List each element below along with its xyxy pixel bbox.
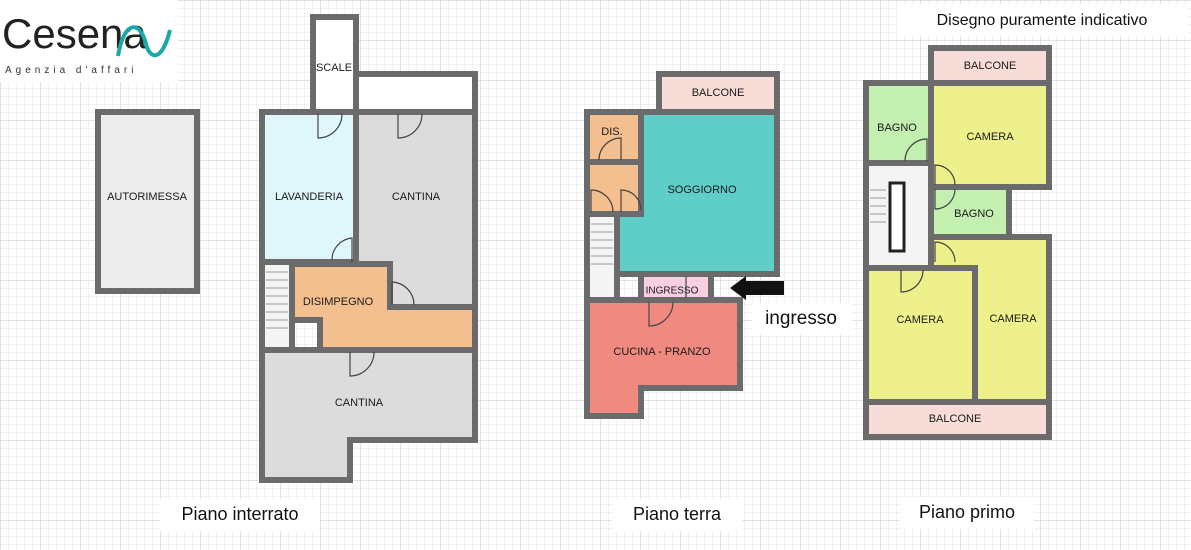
room-bagno-1 xyxy=(863,80,934,166)
room-soggiorno xyxy=(614,109,780,277)
room-label-ingresso: INGRESSO xyxy=(646,286,699,297)
door-camera-1 xyxy=(934,164,956,186)
room-label-scale: SCALE xyxy=(316,62,352,74)
stairs-interrato xyxy=(259,259,295,353)
room-label-autorimessa: AUTORIMESSA xyxy=(107,191,188,203)
caption-piano-terra: Piano terra xyxy=(633,504,722,524)
room-lavanderia xyxy=(259,109,359,265)
door-bagno-1 xyxy=(904,138,928,162)
room-label-balcone-terra: BALCONE xyxy=(692,87,745,99)
room-autorimessa xyxy=(95,109,200,294)
stairs-lines-primo xyxy=(870,189,886,223)
door-cucina xyxy=(648,301,674,327)
logo-swoosh-icon xyxy=(116,25,172,58)
floor-primo: BALCONE BAGNO CAMERA BAGNO CAMERA CAMERA… xyxy=(863,45,1052,440)
caption-piano-interrato: Piano interrato xyxy=(181,504,298,524)
caption-piano-primo: Piano primo xyxy=(919,502,1015,522)
entrance-label: ingresso xyxy=(765,308,837,329)
room-label-cantina-upper: CANTINA xyxy=(392,191,441,203)
door-camera-2 xyxy=(900,269,924,293)
stairs-lines-interrato xyxy=(266,271,288,329)
room-dis-2 xyxy=(584,159,644,217)
stairs-terra xyxy=(584,211,620,303)
stairs-lines-terra xyxy=(591,223,613,265)
room-label-balcone-bottom: BALCONE xyxy=(929,413,982,425)
room-label-bagno-2: BAGNO xyxy=(954,208,994,220)
room-label-camera-3: CAMERA xyxy=(989,313,1037,325)
room-label-camera-1: CAMERA xyxy=(966,131,1014,143)
logo: Cesena Agenzia d'affari xyxy=(0,0,178,82)
door-disimpegno xyxy=(391,281,415,306)
floor-terra: BALCONE DIS. SOGGIORNO INGRESSO CUCINA -… xyxy=(584,71,784,419)
stair-void xyxy=(888,181,906,253)
room-label-disimpegno: DISIMPEGNO xyxy=(303,296,374,308)
entrance-arrow-icon xyxy=(730,276,784,300)
room-label-lavanderia: LAVANDERIA xyxy=(275,191,344,203)
door-soggiorno xyxy=(620,189,642,212)
room-ingresso xyxy=(638,271,714,303)
door-dis-2 xyxy=(590,189,614,213)
room-camera-1 xyxy=(928,80,1052,190)
door-dis xyxy=(598,137,622,161)
corridor-upper xyxy=(353,71,478,115)
room-label-dis: DIS. xyxy=(601,126,622,138)
note-text: Disegno puramente indicativo xyxy=(937,12,1148,29)
room-label-cantina-lower: CANTINA xyxy=(335,397,384,409)
room-label-bagno-1: BAGNO xyxy=(877,122,917,134)
door-cantina-lower xyxy=(349,351,375,377)
room-cucina-pranzo xyxy=(584,297,743,419)
room-label-camera-2: CAMERA xyxy=(896,314,944,326)
floor-interrato: AUTORIMESSA SCALE LAVANDERIA CANTINA DIS… xyxy=(95,14,478,483)
door-lavanderia xyxy=(317,113,343,139)
door-cantina-upper xyxy=(397,113,423,139)
room-label-soggiorno: SOGGIORNO xyxy=(667,184,737,196)
logo-tagline: Agenzia d'affari xyxy=(5,65,137,76)
room-label-cucina: CUCINA - PRANZO xyxy=(613,346,711,358)
door-bagno-2 xyxy=(934,188,956,210)
room-label-balcone-top: BALCONE xyxy=(964,60,1017,72)
room-balcone-bottom xyxy=(863,399,1052,440)
room-cantina-lower xyxy=(259,347,478,483)
door-lavanderia-lower xyxy=(331,237,353,262)
room-camera-2 xyxy=(863,265,978,405)
door-camera-3 xyxy=(934,241,956,263)
